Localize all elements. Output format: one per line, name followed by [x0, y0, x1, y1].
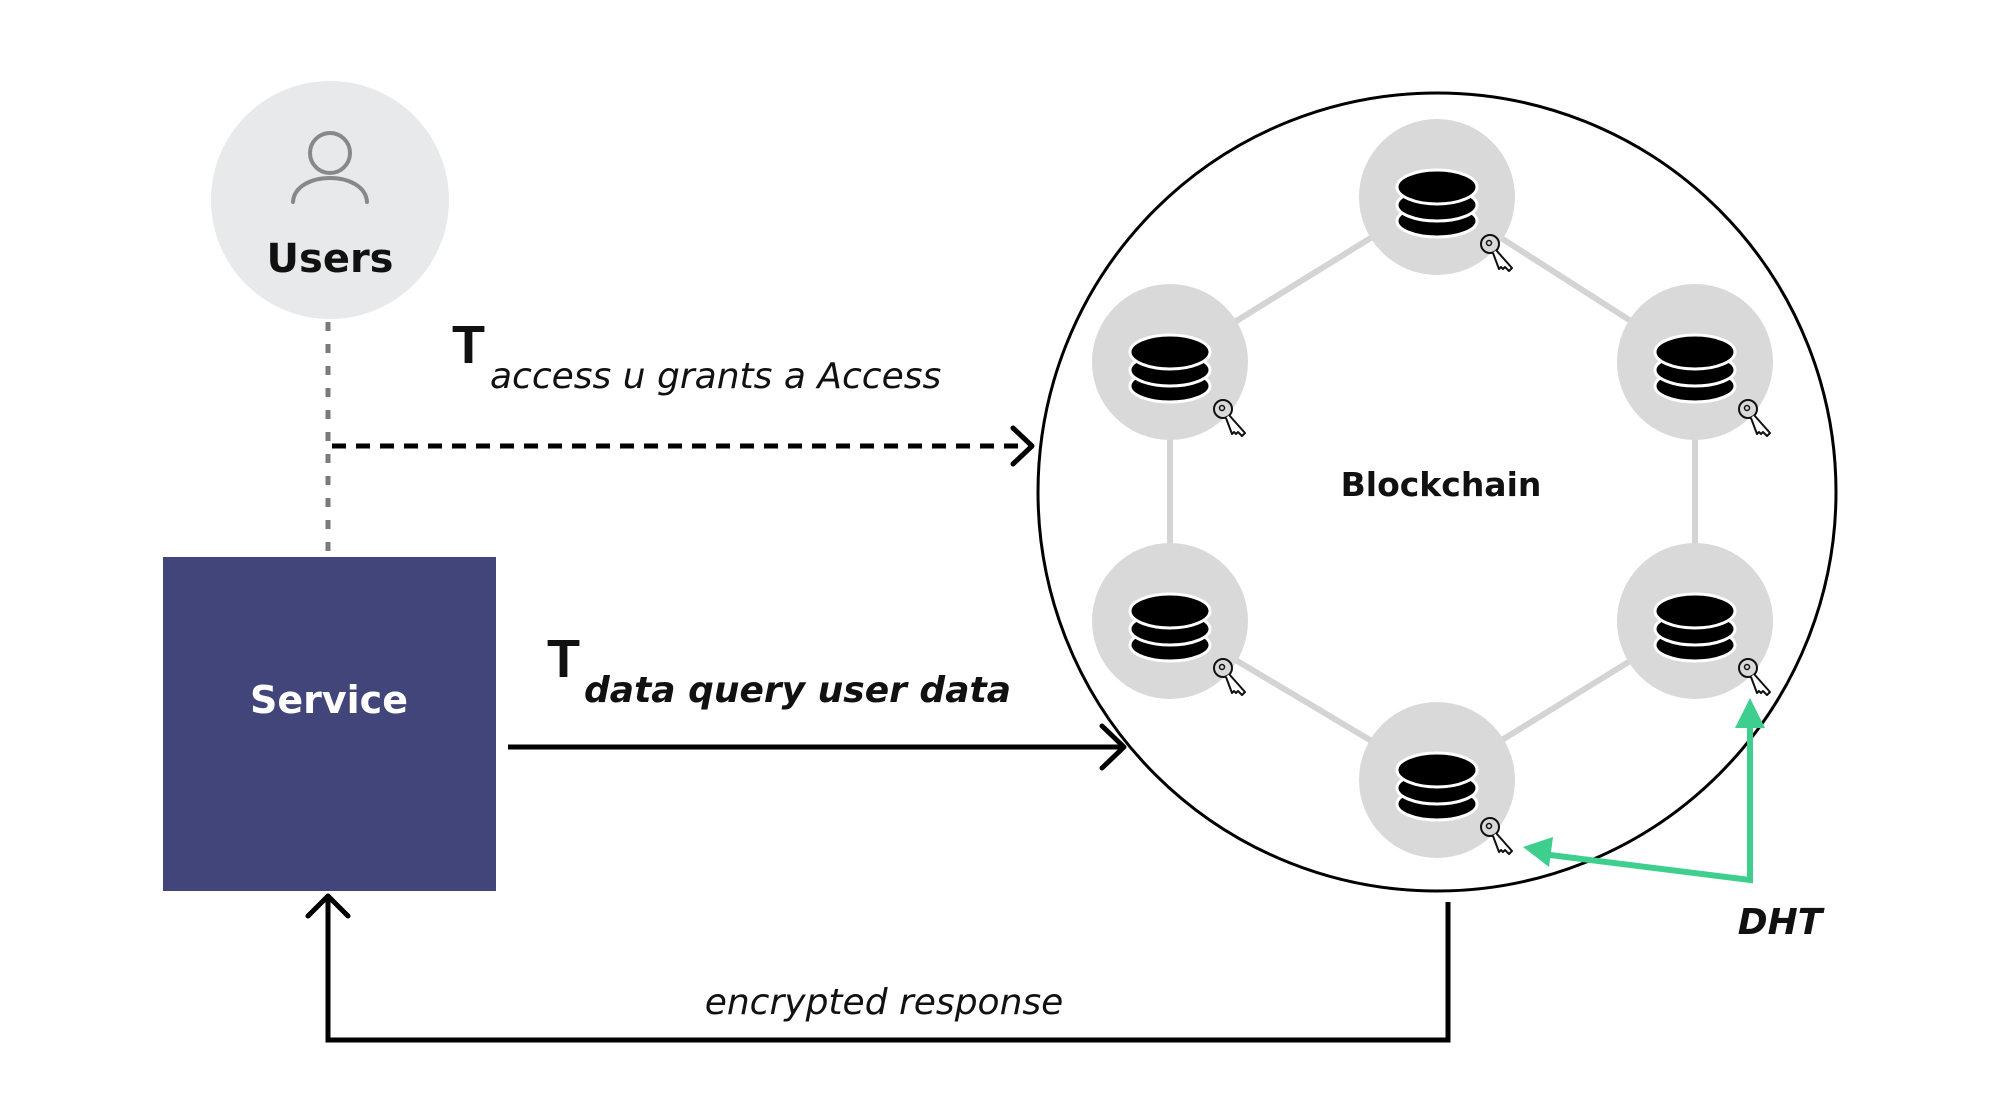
access-transaction-symbol: T [452, 315, 485, 375]
query-transaction-symbol: T [547, 629, 580, 689]
users-node [211, 81, 449, 319]
database-icon [1653, 592, 1737, 663]
service-label: Service [250, 678, 408, 722]
dht-arrows [1523, 698, 1765, 884]
database-icon [1395, 168, 1479, 239]
response-arrow [305, 893, 1451, 1043]
database-icon [1395, 751, 1479, 822]
users-circle [211, 81, 449, 319]
blockchain-node-upper-right [1617, 284, 1773, 440]
user-icon [291, 131, 369, 204]
dht-label: DHT [1737, 902, 1823, 943]
users-label: Users [266, 236, 394, 282]
blockchain-node-top [1359, 119, 1515, 275]
database-icon [1128, 333, 1212, 404]
blockchain-node-lower-right [1617, 543, 1773, 699]
blockchain-node-bottom [1359, 702, 1515, 858]
blockchain-label: Blockchain [1340, 465, 1542, 504]
blockchain-node-upper-left [1092, 284, 1248, 440]
query-transaction-subscript: data query user data [584, 670, 1011, 711]
database-icon [1653, 333, 1737, 404]
service-box [163, 557, 496, 891]
response-label: encrypted response [704, 982, 1064, 1023]
access-arrow [332, 425, 1035, 467]
dht-arrowhead-left [1523, 837, 1553, 867]
database-icon [1128, 592, 1212, 663]
blockchain-node-lower-left [1092, 543, 1248, 699]
access-transaction-subscript: access u grants a Access [490, 356, 942, 397]
query-arrow [508, 723, 1127, 771]
dht-arrowhead-up [1735, 698, 1765, 728]
